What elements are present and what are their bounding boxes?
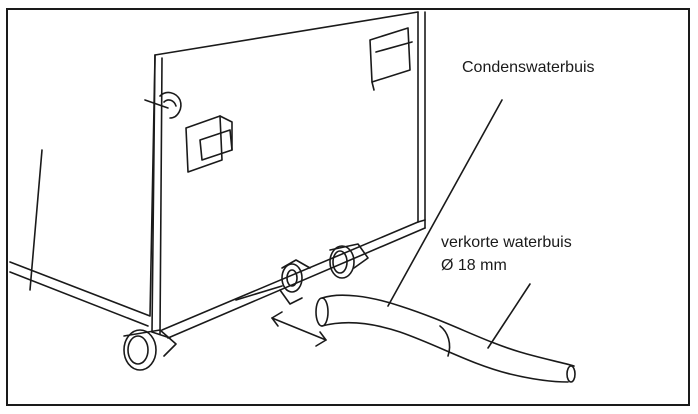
- leader-lines: [387, 99, 531, 349]
- top-hook-bracket: [144, 91, 182, 119]
- condensate-hose-label: Condenswaterbuis: [462, 59, 595, 76]
- unit-front-corner: [151, 54, 171, 339]
- diagram-frame: [6, 8, 690, 406]
- front-handle-recess: [185, 115, 233, 173]
- drain-outlet: [235, 259, 311, 305]
- left-caster-wheel: [123, 329, 177, 371]
- water-hose: [315, 294, 576, 383]
- right-caster-wheel: [329, 243, 369, 279]
- short-hose-label-line1: verkorte waterbuis: [441, 234, 572, 251]
- unit-front-panel: [154, 11, 426, 339]
- double-arrow: [271, 311, 327, 347]
- right-handle-recess: [369, 27, 413, 91]
- unit-left-side-panel: [9, 54, 156, 327]
- short-hose-label-line2: Ø 18 mm: [441, 257, 507, 274]
